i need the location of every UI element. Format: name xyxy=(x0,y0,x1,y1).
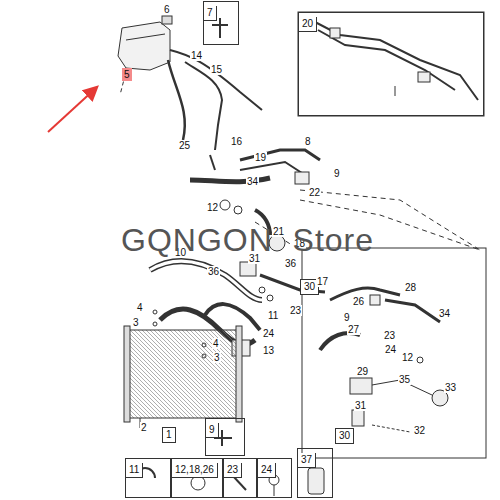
callout-number: 22 xyxy=(308,187,321,198)
callout-number: 37 xyxy=(298,453,316,468)
callout-box: 9 xyxy=(205,418,245,456)
callout-number: 12,18,26 xyxy=(172,463,218,478)
callout-number: 34 xyxy=(438,308,451,319)
callout-number: 11 xyxy=(126,463,143,478)
callout-number: 31 xyxy=(354,400,367,411)
callout-number: 20 xyxy=(299,17,317,32)
callout-number: 24 xyxy=(262,328,275,339)
callout-box: 23 xyxy=(223,458,257,498)
callout-number: 16 xyxy=(230,136,243,147)
callout-number: 6 xyxy=(163,4,171,15)
callout-number: 33 xyxy=(444,382,457,393)
callout-number: 3 xyxy=(213,352,221,363)
callout-number: 12 xyxy=(401,352,414,363)
callout-number: 25 xyxy=(178,140,191,151)
callout-number: 28 xyxy=(404,282,417,293)
callout-number: 3 xyxy=(132,317,140,328)
callout-number: 36 xyxy=(284,258,297,269)
callout-box: 24 xyxy=(257,458,292,498)
callout-number: 11 xyxy=(267,310,279,321)
callout-number: 34 xyxy=(246,176,259,187)
callout-number: 12 xyxy=(206,202,219,213)
callout-number: 2 xyxy=(140,422,148,433)
callout-number: 29 xyxy=(356,366,369,377)
callout-number: 9 xyxy=(206,423,219,438)
callout-box: 12,18,26 xyxy=(171,458,223,498)
callout-box: 37 xyxy=(297,448,333,498)
callout-number: 4 xyxy=(212,338,220,349)
callout-number: 19 xyxy=(254,152,267,163)
callout-box: 7 xyxy=(203,1,239,45)
callout-number: 30 xyxy=(335,428,354,444)
callout-number: 7 xyxy=(204,6,217,21)
callout-box: 30 xyxy=(335,425,354,444)
callout-number: 9 xyxy=(343,312,351,323)
callout-number: 36 xyxy=(207,266,220,277)
callout-number: 5 xyxy=(122,68,132,81)
watermark: GQNGON Store xyxy=(120,222,375,258)
callout-number: 35 xyxy=(398,374,411,385)
callout-number: 9 xyxy=(333,168,341,179)
callout-box: 1 xyxy=(162,424,176,443)
callout-number: 24 xyxy=(384,344,397,355)
callout-number: 24 xyxy=(258,463,276,478)
callout-number: 13 xyxy=(262,345,275,356)
callout-number: 17 xyxy=(316,276,329,287)
callout-number: 4 xyxy=(136,302,144,313)
callout-number: 23 xyxy=(383,330,396,341)
callout-box: 11 xyxy=(125,458,171,498)
callout-number: 32 xyxy=(413,425,426,436)
callout-number: 26 xyxy=(352,296,365,307)
callout-number: 27 xyxy=(347,324,360,335)
callout-number: 14 xyxy=(190,50,203,61)
callout-number: 23 xyxy=(224,463,242,478)
callout-number: 23 xyxy=(289,305,302,316)
callout-number: 1 xyxy=(162,427,176,443)
callout-number: 15 xyxy=(210,64,223,75)
callout-box: 20 xyxy=(298,12,484,116)
callout-number: 8 xyxy=(304,136,312,147)
